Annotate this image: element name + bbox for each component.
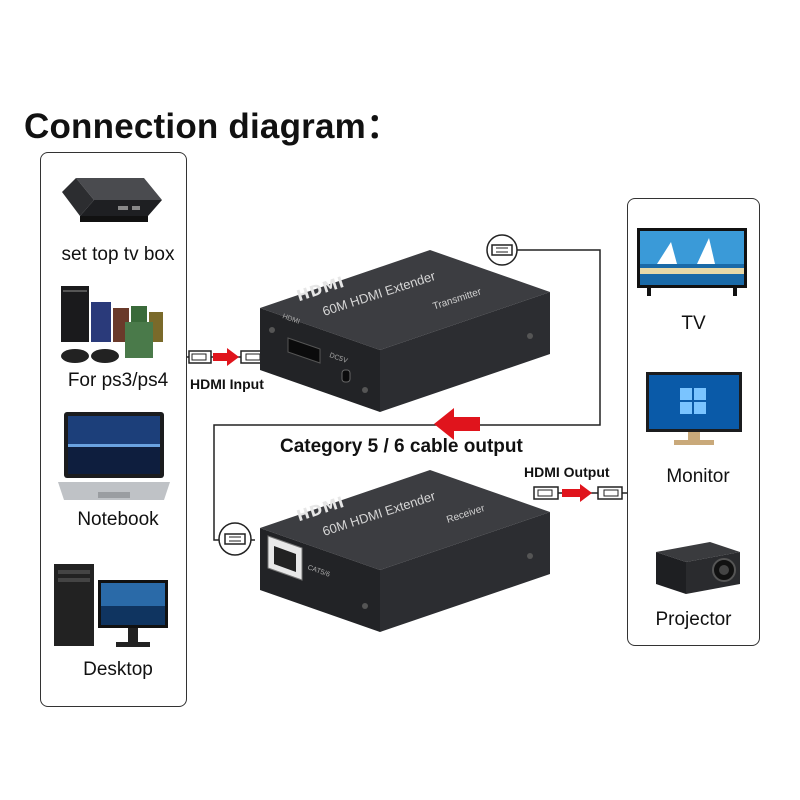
transmitter-device [250, 246, 555, 416]
receiver-device [250, 466, 555, 636]
rj45-connector-icon [215, 522, 255, 556]
cable-output-label: Category 5 / 6 cable output [280, 436, 523, 458]
